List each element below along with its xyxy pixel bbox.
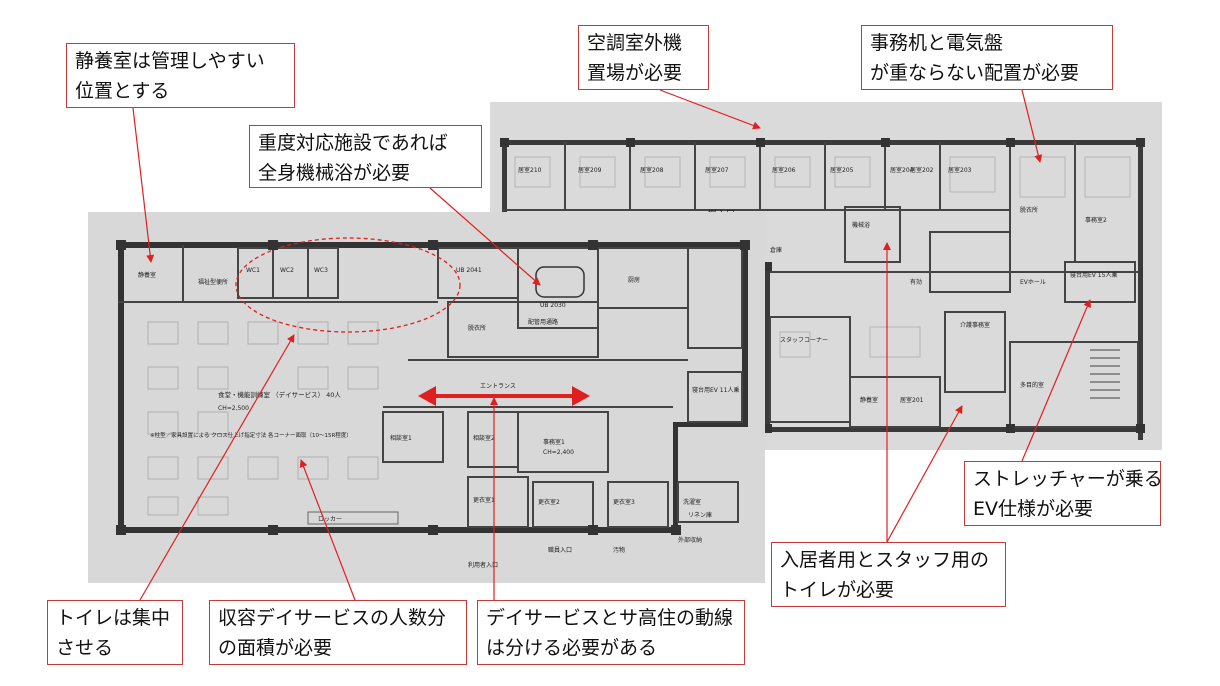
room-label: 居室204 — [890, 166, 914, 174]
room-label: 職員入口 — [548, 546, 572, 554]
room-label: 事務室1 — [543, 438, 565, 446]
room-label: リネン庫 — [688, 511, 712, 519]
room-note: CH=2,500 — [218, 405, 249, 412]
room-label: 食堂・機能訓練室 （デイサービス） 40人 — [218, 390, 341, 399]
callout-toilet-concentrate: トイレは集中 させる — [47, 600, 183, 665]
room-label: 厨房 — [628, 276, 640, 284]
callout-stretcher-ev: ストレッチャーが乗る EV仕様が必要 — [964, 461, 1163, 526]
room-label: 更衣室3 — [613, 498, 635, 506]
room-label: 居室203 — [948, 166, 972, 174]
room-label: 居室205 — [830, 166, 854, 174]
room-label: 居室208 — [640, 166, 664, 174]
floor-plan-lower: 静養室 福祉型便所 WC1 WC2 WC3 UB 2041 UB 2030 厨房… — [88, 212, 765, 583]
room-label: UB 2030 — [540, 302, 566, 309]
room-label: 脱衣所 — [1020, 206, 1038, 214]
room-label: 居室202 — [910, 166, 934, 174]
room-label: スタッフコーナー — [780, 336, 828, 344]
room-label: 脱衣所 — [468, 324, 486, 332]
floor-plan-lower-drawing: 静養室 福祉型便所 WC1 WC2 WC3 UB 2041 UB 2030 厨房… — [88, 212, 765, 583]
room-label: 寝台用EV 11人乗 — [692, 386, 739, 394]
room-label: 倉庫 — [770, 246, 782, 254]
room-label: 寝台用EV 15人乗 — [1070, 271, 1117, 279]
callout-office-panel: 事務机と電気盤 が重ならない配置が必要 — [861, 25, 1113, 90]
room-label: 居室209 — [578, 166, 602, 174]
callout-circulation: デイサービスとサ高住の動線 は分ける必要がある — [477, 600, 745, 665]
room-label: 事務室2 — [1085, 216, 1107, 224]
room-label: 外部収納 — [678, 536, 702, 544]
room-label: EVホール — [1020, 279, 1046, 286]
room-label: 静養室 — [860, 396, 878, 404]
room-label: 機械浴 — [852, 221, 870, 229]
room-label: 相談室1 — [390, 434, 412, 442]
room-label: 更衣室2 — [538, 498, 560, 506]
room-label: 利用者入口 — [468, 561, 498, 569]
callout-rest-room: 静養室は管理しやすい 位置とする — [66, 43, 295, 108]
room-label: 居室206 — [772, 166, 796, 174]
room-label: 居室201 — [900, 396, 924, 404]
room-label: 福祉型便所 — [198, 278, 228, 286]
room-label: ロッカー — [318, 516, 342, 523]
room-label: 配管用通路 — [528, 318, 558, 326]
room-note: ※柱型／家具設置による クロス仕上げ指定寸法 各コーナー面取（10～15R程度） — [150, 431, 352, 439]
room-label: 介護事務室 — [960, 321, 990, 329]
room-label: 相談室2 — [473, 434, 495, 442]
room-label: エントランス — [480, 383, 516, 390]
room-label: 汚物 — [613, 546, 625, 554]
callout-staff-toilet: 入居者用とスタッフ用の トイレが必要 — [771, 542, 1006, 607]
room-label: 有効 — [910, 278, 922, 286]
room-note: CH=2,400 — [543, 449, 574, 456]
room-label: 静養室 — [138, 271, 156, 279]
room-label: 多目的室 — [1020, 381, 1044, 389]
callout-day-service-area: 収容デイサービスの人数分 の面積が必要 — [209, 600, 467, 665]
callout-outdoor-unit: 空調室外機 置場が必要 — [578, 25, 709, 90]
room-label: 居室210 — [518, 166, 542, 174]
room-label: 更衣室1 — [473, 496, 495, 504]
callout-bath: 重度対応施設であれば 全身機械浴が必要 — [249, 125, 482, 188]
room-label: WC1 — [246, 267, 260, 274]
room-label: WC3 — [314, 267, 328, 274]
room-label: 居室207 — [705, 166, 729, 174]
room-label: UB 2041 — [456, 267, 482, 274]
room-label: WC2 — [280, 267, 294, 274]
room-label: 洗濯室 — [683, 498, 701, 506]
